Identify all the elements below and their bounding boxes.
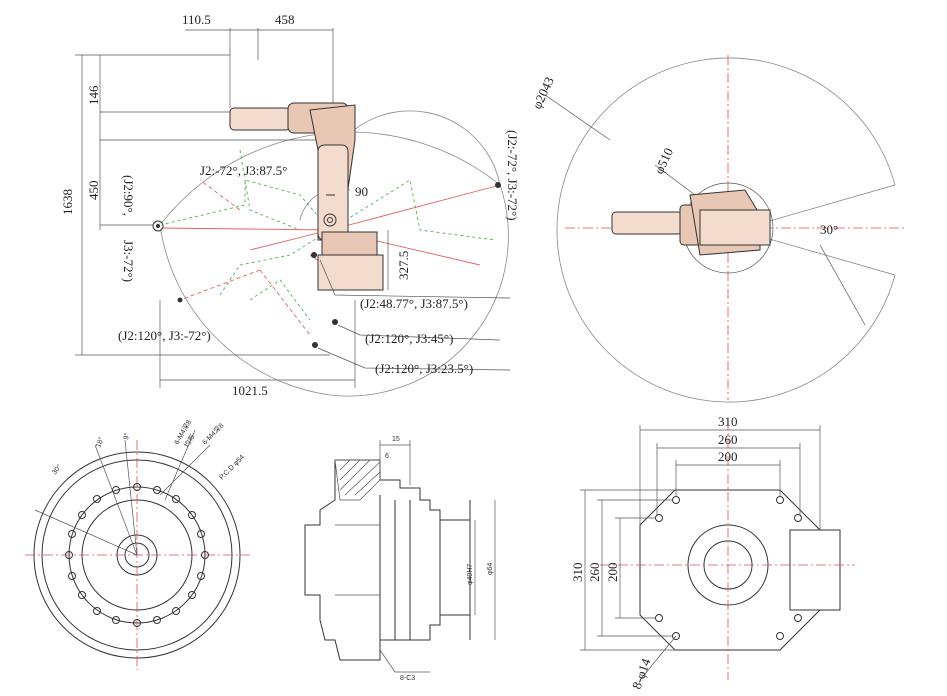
- dim-h310: 310: [570, 563, 585, 583]
- tool-point-bl: [177, 297, 183, 303]
- flange-pcd: P.C.D φ54: [218, 454, 246, 482]
- flange-holes: [65, 483, 209, 627]
- outer-diameter: φ2043: [529, 75, 557, 112]
- robot-base-plate: [317, 254, 384, 291]
- pose-b2: (J2:120°, J3:23.5°): [375, 361, 473, 376]
- section-view: 15 6 φ40H7 φ64 8-C3: [304, 436, 496, 682]
- dim-w310: 310: [718, 414, 738, 429]
- inner-envelope-arc: [329, 184, 509, 397]
- pose-mid: (J2:48.77°, J3:87.5°): [360, 296, 468, 311]
- dim-15: 15: [392, 436, 400, 443]
- dim-90: 90: [355, 184, 368, 199]
- work-envelope-arc-lower: [159, 224, 331, 396]
- top-view: φ2043 φ510 30°: [529, 55, 905, 403]
- dim-h200: 200: [605, 563, 620, 583]
- dim-6: 6: [385, 453, 389, 460]
- chamfer-8-c3: 8-C3: [400, 675, 415, 682]
- pose-b1: (J2:120°, J3:45°): [365, 331, 453, 346]
- flange-note-3: 6-M4深8: [200, 421, 225, 446]
- robot-upper-arm: [229, 107, 291, 131]
- dim-w260: 260: [718, 432, 738, 447]
- pose-bottom-left: (J2:120°, J3:-72°): [118, 328, 211, 343]
- flange-angle-30: 30°: [50, 463, 63, 476]
- dim-450: 450: [86, 181, 101, 201]
- dim-w200: 200: [718, 449, 738, 464]
- angle-30: 30°: [820, 222, 838, 237]
- dim-146: 146: [86, 85, 101, 105]
- inner-diameter: φ510: [651, 145, 676, 176]
- tool-point-b1: [332, 319, 338, 325]
- dim-1638: 1638: [60, 189, 75, 215]
- flange-angle-9: 9°: [122, 432, 131, 440]
- pose-right: (J2:-72°, J3:-72°): [505, 130, 520, 221]
- holes-8-14: 8-φ14: [629, 656, 654, 691]
- top-arm: [611, 211, 683, 235]
- tool-point-mid: [311, 252, 317, 258]
- dia-64: φ64: [487, 563, 494, 575]
- dim-h260: 260: [587, 563, 602, 583]
- dim-327-5: 327.5: [396, 251, 411, 280]
- tool-point-right: [495, 182, 501, 188]
- pose-left-upper: (J2:90°,: [121, 175, 136, 216]
- pose-left-lower: J3:-72°): [121, 240, 136, 282]
- pose-top: J2:-72°, J3:87.5°: [200, 163, 287, 178]
- base-holes: [655, 496, 802, 640]
- section-hatch: [334, 459, 381, 501]
- base-view: 310 260 200 310 260 200 8-φ14: [570, 414, 855, 691]
- top-envelope-arc: [556, 57, 896, 403]
- dim-110-5: 110.5: [182, 12, 211, 27]
- flange-view: 30° 18° 9° 6-M4深8 均布 6-M4深8 P.C.D φ54: [25, 418, 250, 670]
- dim-1021-5: 1021.5: [232, 383, 268, 398]
- flange-angle-18: 18°: [94, 436, 105, 449]
- dia-40h7: φ40H7: [467, 564, 474, 585]
- base-notch: [789, 529, 841, 611]
- dim-458: 458: [275, 12, 295, 27]
- side-view: 110.5 458 1638 146 450 1021.5: [60, 12, 520, 398]
- base-plate-outline: [639, 489, 841, 651]
- tool-point-b2: [312, 342, 318, 348]
